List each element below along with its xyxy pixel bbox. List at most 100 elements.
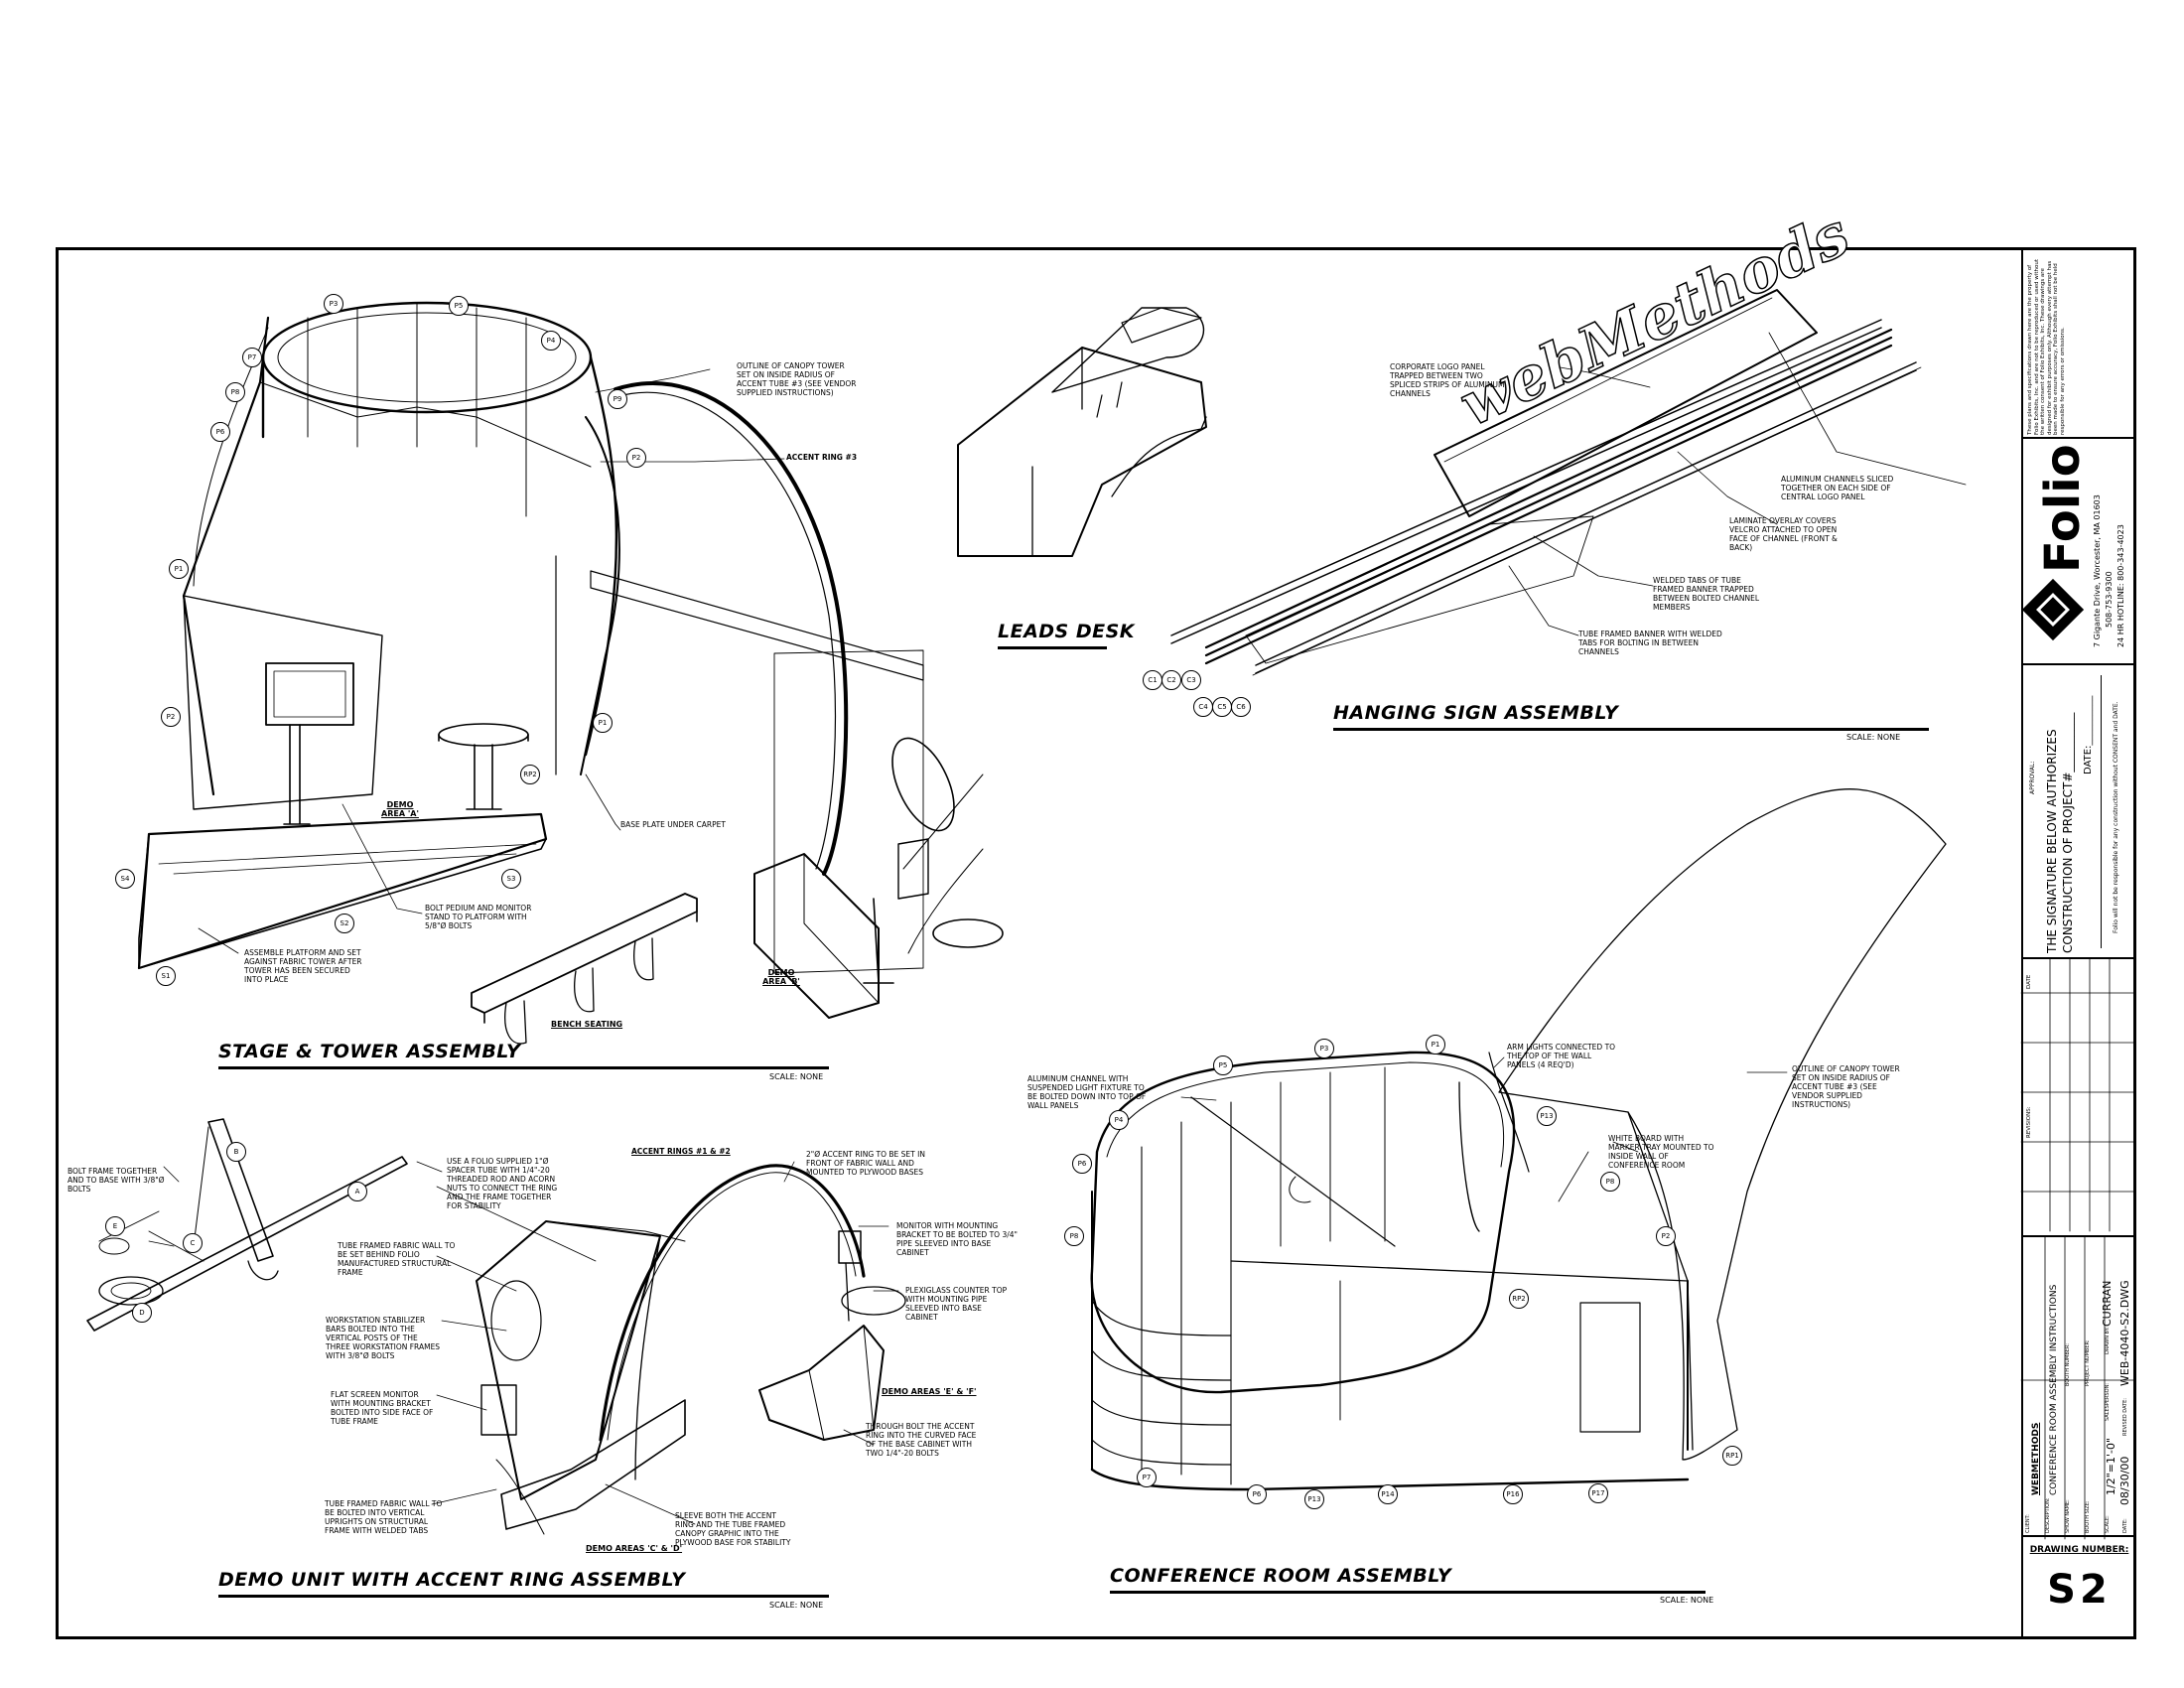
title-hanging-sign: HANGING SIGN ASSEMBLY <box>1333 702 1930 731</box>
callout-tag: P3 <box>1314 1039 1334 1058</box>
callout-tag: P7 <box>1137 1468 1157 1487</box>
callout-tag: P7 <box>242 348 262 367</box>
callout-tag: P13 <box>1537 1106 1557 1126</box>
tb-salesperson-label: SALESPERSON: <box>2105 1383 2111 1421</box>
tb-approval-label: APPROVAL: <box>2029 761 2036 794</box>
callout-tag: S4 <box>115 869 135 889</box>
note-accent-ring-set: 2"Ø ACCENT RING TO BE SET IN FRONT OF FA… <box>806 1150 925 1177</box>
tb-drawing-number-cell: DRAWING NUMBER: S2 <box>2023 1537 2135 1636</box>
note-corp-logo: CORPORATE LOGO PANEL TRAPPED BETWEEN TWO… <box>1390 362 1505 398</box>
tb-file-number: WEB-4040-S2.DWG <box>2118 1280 2131 1386</box>
title-stage-tower: STAGE & TOWER ASSEMBLY <box>218 1041 830 1069</box>
tb-description-label: DESCRIPTION: <box>2045 1497 2051 1533</box>
callout-tag: P5 <box>449 296 469 316</box>
tb-revised-label: REVISED DATE: <box>2122 1398 2128 1436</box>
note-tube-banner: TUBE FRAMED BANNER WITH WELDED TABS FOR … <box>1578 630 1722 656</box>
note-canopy-tower-conf: OUTLINE OF CANOPY TOWER SET ON INSIDE RA… <box>1792 1064 1900 1109</box>
callout-tag: P2 <box>1656 1226 1676 1246</box>
tb-hotline: 24 HR HOTLINE: 800-343-4023 <box>2116 524 2125 647</box>
callout-tag: C1 <box>1143 670 1162 690</box>
callout-tag: C2 <box>1161 670 1181 690</box>
tb-date-column: DATE <box>2026 974 2032 989</box>
title-demo-unit: DEMO UNIT WITH ACCENT RING ASSEMBLY <box>218 1569 830 1598</box>
callout-tag: B <box>226 1142 246 1162</box>
callout-tag: P16 <box>1503 1484 1523 1504</box>
label-bench-seating: BENCH SEATING <box>551 1020 623 1029</box>
callout-tag: C <box>183 1233 203 1253</box>
label-demo-areas-cd: DEMO AREAS 'C' & 'D' <box>586 1544 683 1553</box>
note-assemble-platform: ASSEMBLE PLATFORM AND SET AGAINST FABRIC… <box>244 948 362 984</box>
note-sleeve-rings: SLEEVE BOTH THE ACCENT RING AND THE TUBE… <box>675 1511 791 1547</box>
note-base-plate: BASE PLATE UNDER CARPET <box>620 820 726 829</box>
callout-tag: P8 <box>1064 1226 1084 1246</box>
label-demo-area-a: DEMO AREA 'A' <box>381 800 419 818</box>
note-folio-spacer: USE A FOLIO SUPPLIED 1"Ø SPACER TUBE WIT… <box>447 1157 558 1210</box>
callout-tag: S2 <box>335 914 354 933</box>
note-accent-ring-3: ACCENT RING #3 <box>786 453 858 462</box>
callout-tag: P4 <box>1109 1110 1129 1130</box>
tb-drawn: CURRAN <box>2101 1280 2114 1327</box>
callout-tag: RP2 <box>520 765 540 784</box>
label-demo-area-b: DEMO AREA 'B' <box>762 968 800 986</box>
note-white-board: WHITE BOARD WITH MARKER TRAY MOUNTED TO … <box>1608 1134 1714 1170</box>
tb-scale-label: SCALE: <box>2105 1515 2111 1533</box>
tb-description: CONFERENCE ROOM ASSEMBLY INSTRUCTIONS <box>2049 1284 2059 1495</box>
callout-tag: P5 <box>1213 1055 1233 1075</box>
callout-tag: P9 <box>608 389 627 409</box>
callout-tag: C6 <box>1231 697 1251 717</box>
note-alum-channels: ALUMINUM CHANNELS SLICED TOGETHER ON EAC… <box>1781 475 1894 501</box>
note-canopy-tower: OUTLINE OF CANOPY TOWER SET ON INSIDE RA… <box>737 361 857 397</box>
note-tube-wall-bolted: TUBE FRAMED FABRIC WALL TO BE BOLTED INT… <box>325 1499 443 1535</box>
note-welded-tabs: WELDED TABS OF TUBE FRAMED BANNER TRAPPE… <box>1653 576 1760 612</box>
tb-disclaimer: These plans and specifications drawn her… <box>2027 259 2066 435</box>
tb-client: WEBMETHODS <box>2031 1422 2041 1495</box>
note-plexiglass: PLEXIGLASS COUNTER TOP WITH MOUNTING PIP… <box>905 1286 1008 1322</box>
title-block: These plans and specifications drawn her… <box>2021 250 2135 1636</box>
scale-demo-unit: SCALE: NONE <box>769 1601 824 1610</box>
callout-tag: C3 <box>1181 670 1201 690</box>
callout-tag: P6 <box>210 422 230 442</box>
note-bolt-frame: BOLT FRAME TOGETHER AND TO BASE WITH 3/8… <box>68 1167 165 1194</box>
tb-client-label: CLIENT: <box>2025 1514 2031 1533</box>
note-bolt-pedium: BOLT PEDIUM AND MONITOR STAND TO PLATFOR… <box>425 904 532 930</box>
tb-sheet-number: S2 <box>2047 1567 2112 1613</box>
note-tube-fabric-wall: TUBE FRAMED FABRIC WALL TO BE SET BEHIND… <box>338 1241 456 1277</box>
tb-scale: 1/2"=1'-0" <box>2105 1437 2117 1495</box>
callout-tag: C5 <box>1212 697 1232 717</box>
note-workstation: WORKSTATION STABILIZER BARS BOLTED INTO … <box>326 1316 441 1360</box>
tb-drawing-number-label: DRAWING NUMBER: <box>2029 1545 2129 1555</box>
demo-unit-illustration <box>86 1118 906 1535</box>
callout-tag: P8 <box>225 382 245 402</box>
callout-tag: P1 <box>1426 1035 1445 1055</box>
note-alum-channel-light: ALUMINUM CHANNEL WITH SUSPENDED LIGHT FI… <box>1027 1074 1147 1110</box>
tb-phone: 508-753-9300 <box>2105 571 2114 628</box>
scale-conference-room: SCALE: NONE <box>1660 1596 1714 1605</box>
callout-tag: P6 <box>1072 1154 1092 1174</box>
callout-tag: D <box>132 1303 152 1323</box>
callout-tag: P4 <box>541 331 561 351</box>
note-accent-rings: ACCENT RINGS #1 & #2 <box>631 1147 731 1156</box>
callout-tag: P14 <box>1378 1484 1398 1504</box>
tb-show-label: SHOW NAME: <box>2065 1499 2071 1533</box>
conference-room-illustration <box>1090 788 1947 1491</box>
tb-company-name: Folio <box>2035 444 2091 573</box>
tb-revisions-label: REVISIONS: <box>2026 1106 2032 1138</box>
leads-desk-illustration <box>957 307 1207 557</box>
scale-hanging-sign: SCALE: NONE <box>1846 733 1901 742</box>
tb-project-label: PROJECT NUMBER: <box>2085 1339 2091 1386</box>
title-conference-room: CONFERENCE ROOM ASSEMBLY <box>1110 1565 1706 1594</box>
tb-address: 7 Gigante Drive, Worcester, MA 01603 <box>2093 494 2102 647</box>
tb-disclaimer-cell: These plans and specifications drawn her… <box>2023 250 2135 439</box>
callout-tag: E <box>105 1216 125 1236</box>
tb-approval-text-1: THE SIGNATURE BELOW AUTHORIZES <box>2045 729 2059 953</box>
tb-project-info-cell: CLIENT: WEBMETHODS DESCRIPTION: CONFEREN… <box>2023 1237 2135 1537</box>
note-flat-screen: FLAT SCREEN MONITOR WITH MOUNTING BRACKE… <box>331 1390 434 1426</box>
hanging-sign-illustration <box>1170 289 1967 676</box>
folio-logo-icon <box>2021 578 2085 641</box>
callout-tag: P8 <box>1600 1172 1620 1192</box>
note-monitor-bracket: MONITOR WITH MOUNTING BRACKET TO BE BOLT… <box>896 1221 1018 1257</box>
tb-booth-size-label: BOOTH SIZE: <box>2085 1500 2091 1533</box>
callout-tag: A <box>347 1182 367 1201</box>
note-through-bolt: THROUGH BOLT THE ACCENT RING INTO THE CU… <box>866 1422 977 1458</box>
